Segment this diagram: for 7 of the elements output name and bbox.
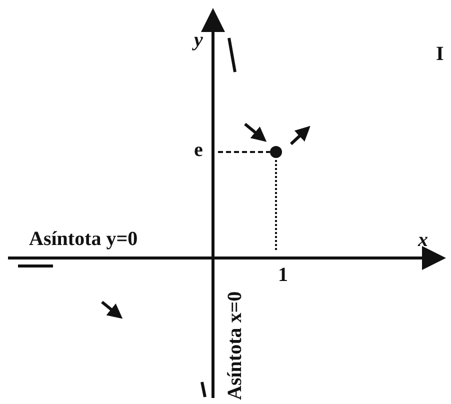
- axis-label: x: [418, 230, 428, 250]
- axis-value: 1: [278, 265, 288, 285]
- axis-value: e: [194, 140, 203, 160]
- asymptote-label: Asíntota x=0: [225, 291, 245, 400]
- region-label: I: [436, 44, 444, 64]
- asymptote-label: Asíntota y=0: [29, 229, 138, 249]
- axis-label: y: [194, 30, 203, 50]
